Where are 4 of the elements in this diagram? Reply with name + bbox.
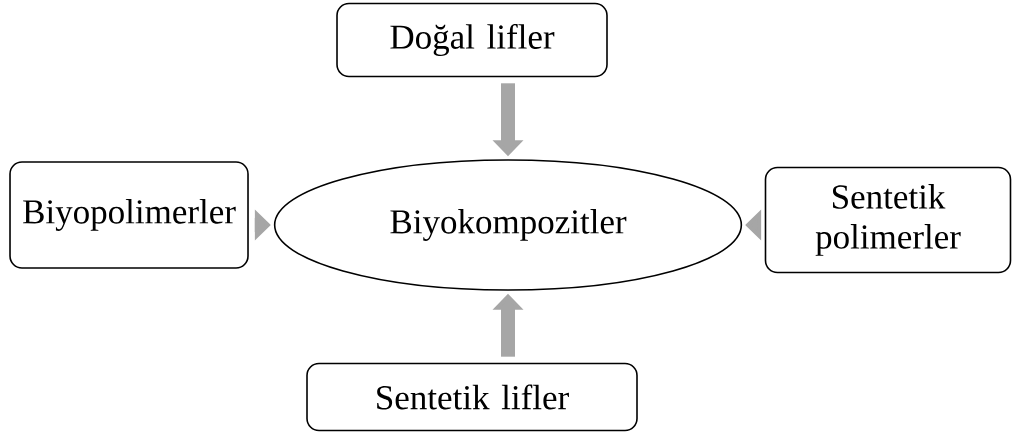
process-box: Sentetik lifler [306,362,638,432]
process-box: Biyopolimerler [9,161,249,269]
process-box: Sentetik polimerler [764,166,1012,274]
process-box: Doğal lifler [336,2,608,78]
